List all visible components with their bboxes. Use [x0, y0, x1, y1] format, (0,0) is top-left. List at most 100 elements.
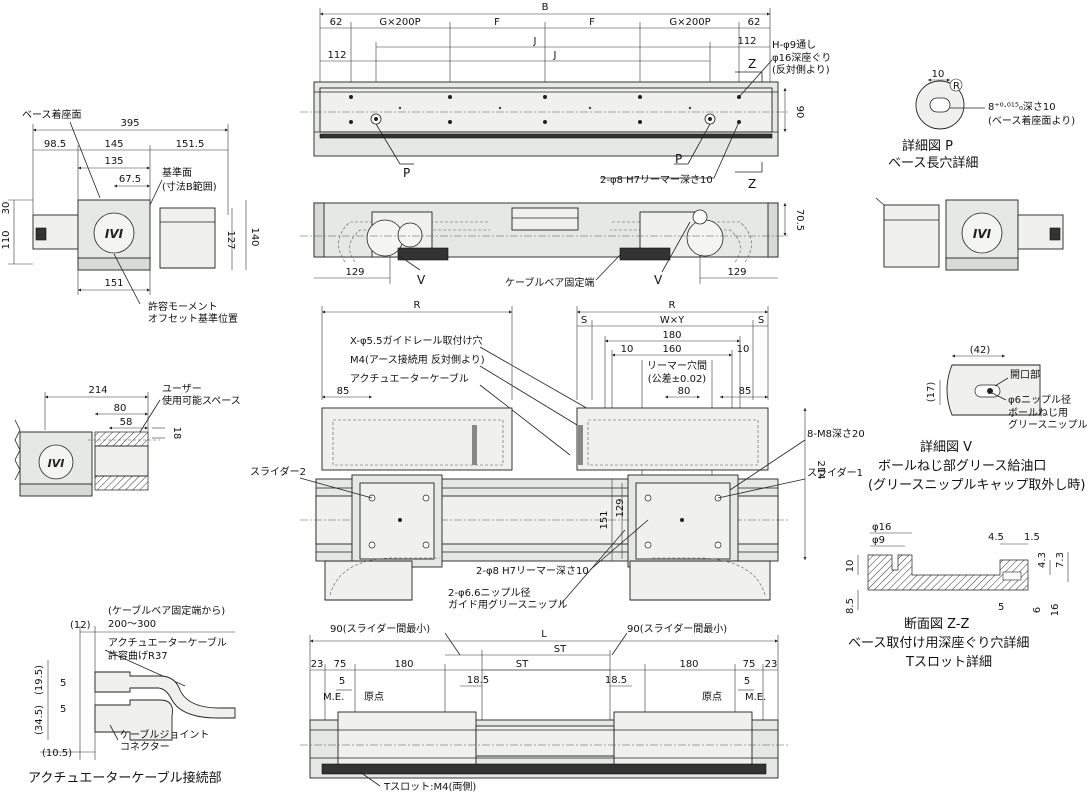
detail-v-open: 開口部: [1010, 368, 1040, 381]
dim-s-left: S: [581, 315, 587, 326]
cable-fixed-note: ケーブルベア固定端: [505, 276, 594, 289]
slider-holes: [368, 494, 722, 549]
user-space-label-2: 使用可能スペース: [162, 394, 241, 407]
dim-g-right: G×200P: [669, 17, 710, 28]
detail-p-radius: R: [953, 81, 960, 92]
zz-d10: 10: [845, 560, 856, 573]
dim-395: 395: [120, 118, 139, 129]
zz-d1-5: 1.5: [1024, 532, 1040, 543]
cable-label-2: 許容曲げR37: [108, 649, 168, 662]
user-space-label-1: ユーザー: [162, 383, 202, 395]
dim-151-5: 151.5: [176, 139, 205, 150]
dim-70-5: 70.5: [794, 209, 805, 231]
dim-18-5-right: 18.5: [605, 675, 627, 686]
dim-wxy: W×Y: [660, 315, 685, 326]
dim-l: L: [541, 629, 547, 640]
dim-112-left: 112: [327, 50, 346, 61]
dim-j-upper: J: [533, 36, 537, 47]
detail-p-depth-2: (ベース着座面より): [988, 114, 1075, 127]
slider-2-label: スライダー2: [250, 465, 306, 478]
detail-p-depth: 8⁺⁰·⁰¹⁵₀深さ10: [988, 101, 1056, 113]
dim-r-left: R: [414, 300, 421, 311]
note-x-holes: X-φ5.5ガイドレール取付け穴: [350, 334, 482, 347]
zz-title-3: Tスロット詳細: [905, 654, 992, 670]
dim-140: 140: [249, 227, 260, 246]
dim-160-plan: 160: [662, 344, 681, 355]
section-z-top: Z: [748, 57, 756, 71]
dim-214-plan: 214: [815, 460, 826, 479]
dim-85-left: 85: [337, 386, 350, 397]
detail-v-nipple-3: グリースニップル: [1008, 418, 1088, 431]
plan-view: R R S W×Y S 180 160 10 10 リーマー穴間 (公差±0.0…: [250, 300, 865, 611]
dim-23-right: 23: [765, 659, 778, 670]
detail-v-17: (17): [926, 382, 937, 403]
dim-127: 127: [225, 230, 236, 249]
min-gap-left: 90(スライダー間最小): [330, 622, 430, 635]
dim-151-plan: 151: [599, 510, 610, 529]
detail-v-title-2: ボールねじ部グリース給油口: [878, 459, 1046, 474]
dim-18-5-left: 18.5: [467, 675, 489, 686]
nipple-note-1: 2-φ6.6ニップル径: [448, 586, 530, 599]
dim-s-right: S: [758, 315, 764, 326]
m8-note: 8-M8深さ20: [807, 428, 865, 440]
dim-62-right: 62: [748, 17, 761, 28]
connector-cable-2: [94, 699, 173, 741]
min-gap-right: 90(スライダー間最小): [627, 622, 727, 635]
dim-r-right: R: [669, 300, 676, 311]
joint-label-1: ケーブルジョイント: [120, 728, 209, 741]
dim-10-right: 10: [737, 344, 750, 355]
moment-label-1: 許容モーメント: [148, 300, 218, 313]
dim-180-left: 180: [394, 659, 413, 670]
ivi-logo-user: IVI: [48, 457, 65, 470]
dim-62-left: 62: [330, 17, 343, 28]
detail-v-title-3: (グリースニップルキャップ取外し時): [868, 478, 1086, 493]
dim-129-left: 129: [345, 267, 364, 278]
reamer-note-top: 2-φ8 H7リーマー深さ10: [600, 174, 713, 186]
hole-note-1: H-φ9通し: [772, 39, 816, 51]
origin-left: 原点: [364, 691, 384, 703]
dim-180-right: 180: [679, 659, 698, 670]
connector-note-fixed: (ケーブルベア固定端から): [108, 604, 225, 617]
dim-67-5: 67.5: [119, 174, 141, 185]
zz-d4-3: 4.3: [1037, 552, 1048, 568]
dim-75-left: 75: [334, 659, 347, 670]
connector-cable-1: [94, 671, 236, 719]
zz-d16: φ16: [872, 522, 891, 533]
dim-90: 90: [794, 106, 805, 119]
origin-right: 原点: [702, 691, 722, 703]
detail-v-title-1: 詳細図 V: [920, 439, 972, 455]
dim-f-left: F: [494, 17, 500, 28]
section-z-bottom: Z: [748, 177, 756, 191]
connector-title: アクチュエーターケーブル接続部: [28, 770, 222, 786]
zz-d8-5: 8.5: [845, 598, 856, 614]
nipple-note-2: ガイド用グリースニップル: [448, 598, 568, 611]
dim-129-right: 129: [727, 267, 746, 278]
detail-v-42: (42): [970, 345, 991, 356]
note-m4: M4(アース接続用 反対側より): [350, 353, 485, 366]
dim-j-lower: J: [553, 50, 557, 61]
top-view: B 62 G×200P F F G×200P 62 J J 112 112: [300, 2, 831, 191]
zz-d16b: 16: [1050, 604, 1061, 617]
dim-st-top: ST: [554, 644, 567, 655]
dim-5-left: 5: [339, 676, 345, 687]
note-cable: アクチュエーターケーブル: [350, 372, 469, 385]
dim-112-right: 112: [737, 36, 756, 47]
detail-p-title-1: 詳細図 P: [902, 138, 953, 154]
connector-d34-5: (34.5): [34, 705, 45, 735]
detail-p-left: P: [403, 166, 410, 180]
detail-v: (42) (17) 開口部 φ6ニップル径 ボールねじ用 グリースニップル 詳細…: [868, 345, 1088, 493]
connector-d5a: 5: [60, 678, 66, 689]
detail-v-right: V: [654, 273, 663, 287]
dim-18: 18: [171, 427, 182, 440]
dim-180-plan: 180: [662, 330, 681, 341]
zz-section-profile: [867, 554, 1029, 591]
zz-d4-5: 4.5: [988, 532, 1004, 543]
dim-145: 145: [104, 139, 123, 150]
dim-23-left: 23: [311, 659, 324, 670]
ivi-logo-end: IVI: [105, 227, 124, 241]
ivi-logo-right: IVI: [973, 227, 992, 241]
me-left: M.E.: [323, 692, 344, 703]
dim-98-5: 98.5: [44, 139, 66, 150]
dim-10-left: 10: [621, 344, 634, 355]
